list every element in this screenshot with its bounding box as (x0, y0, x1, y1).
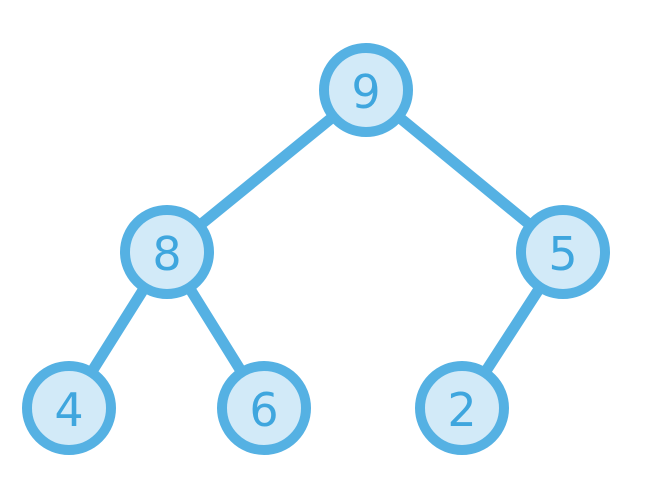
node-label: 8 (152, 227, 181, 281)
tree-node: 9 (319, 43, 413, 137)
tree-node: 2 (415, 361, 509, 455)
node-label: 5 (548, 227, 577, 281)
node-label: 9 (351, 65, 380, 119)
tree-node: 5 (516, 205, 610, 299)
tree-node: 6 (217, 361, 311, 455)
tree-node: 4 (22, 361, 116, 455)
node-circle (22, 361, 116, 455)
node-circle (415, 361, 509, 455)
node-circle (516, 205, 610, 299)
node-circle (319, 43, 413, 137)
node-label: 4 (54, 383, 83, 437)
node-circle (120, 205, 214, 299)
node-circle (217, 361, 311, 455)
tree-nodes: 9 8 5 4 6 2 (22, 43, 610, 455)
tree-node: 8 (120, 205, 214, 299)
node-label: 2 (447, 383, 476, 437)
node-label: 6 (249, 383, 278, 437)
